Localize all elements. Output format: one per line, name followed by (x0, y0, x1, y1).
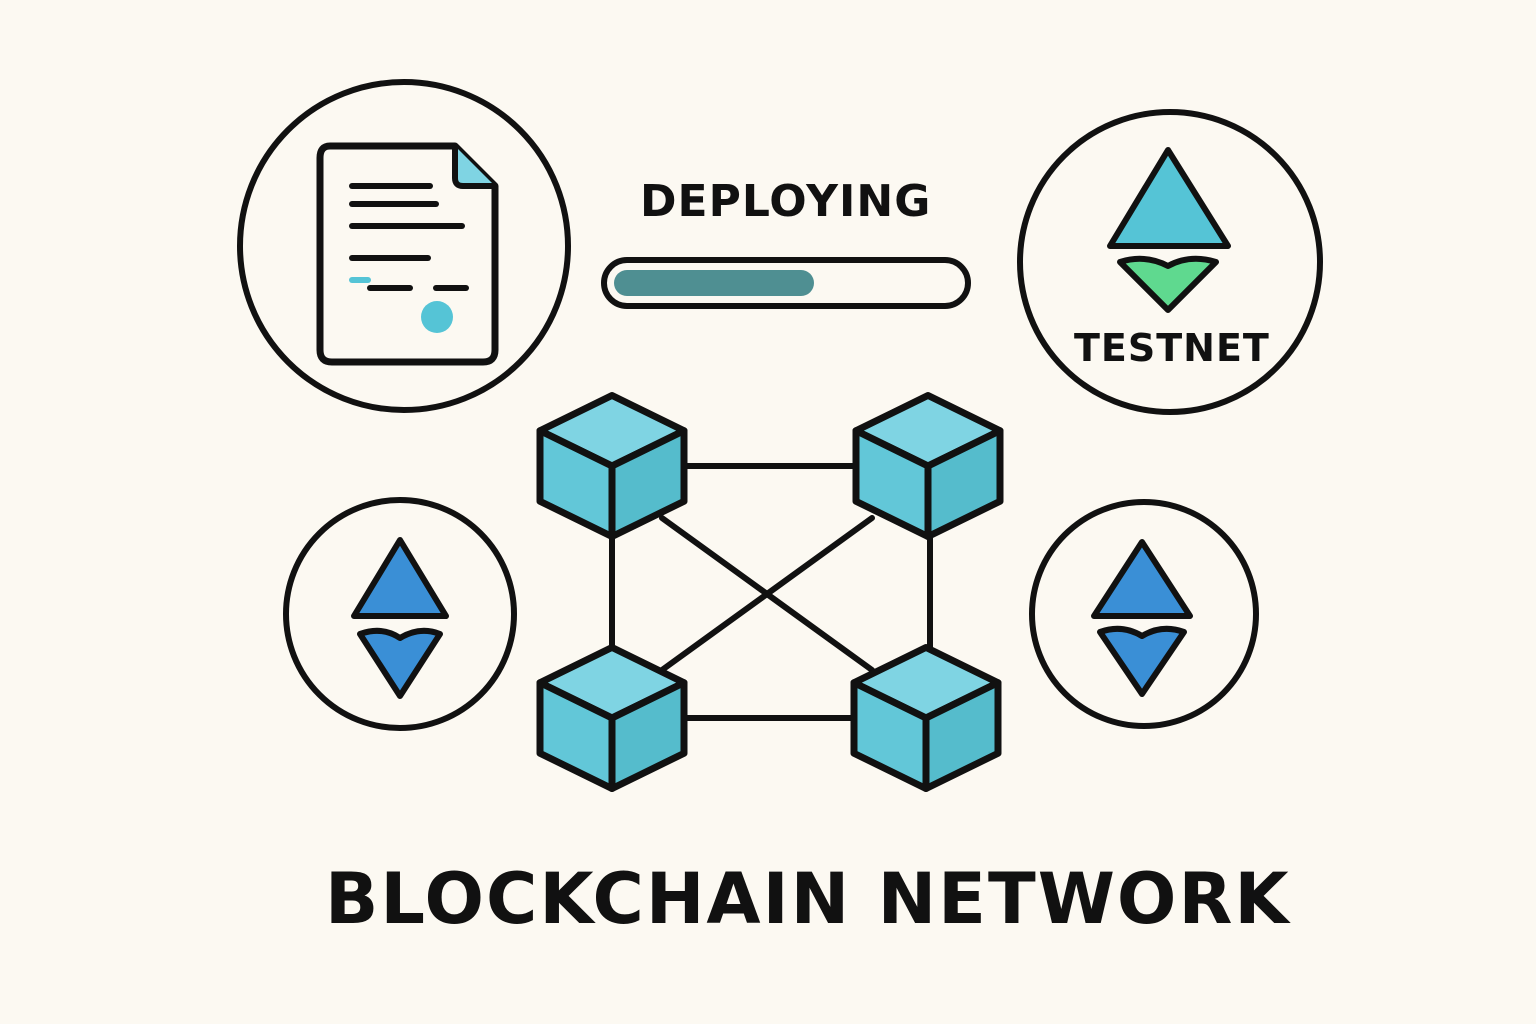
block-bottom-left (540, 647, 684, 788)
network-links (609, 463, 933, 721)
testnet-label: TESTNET (1074, 326, 1270, 370)
contract-node (237, 79, 571, 413)
deploying-label: DEPLOYING (640, 176, 932, 227)
diagram-title: BLOCKCHAIN NETWORK (325, 858, 1291, 940)
deploy-progress-fill (614, 270, 814, 296)
left-node (283, 497, 517, 731)
block-bottom-right (854, 647, 998, 788)
testnet-node (1017, 109, 1323, 415)
document-icon (316, 142, 499, 366)
right-node (1029, 499, 1259, 729)
ethereum-icon (1091, 539, 1193, 697)
block-top-left (540, 395, 684, 536)
block-top-right (856, 395, 1000, 536)
ethereum-icon (1107, 147, 1231, 313)
deploy-progress-bar (601, 257, 971, 309)
ethereum-icon (351, 537, 449, 699)
